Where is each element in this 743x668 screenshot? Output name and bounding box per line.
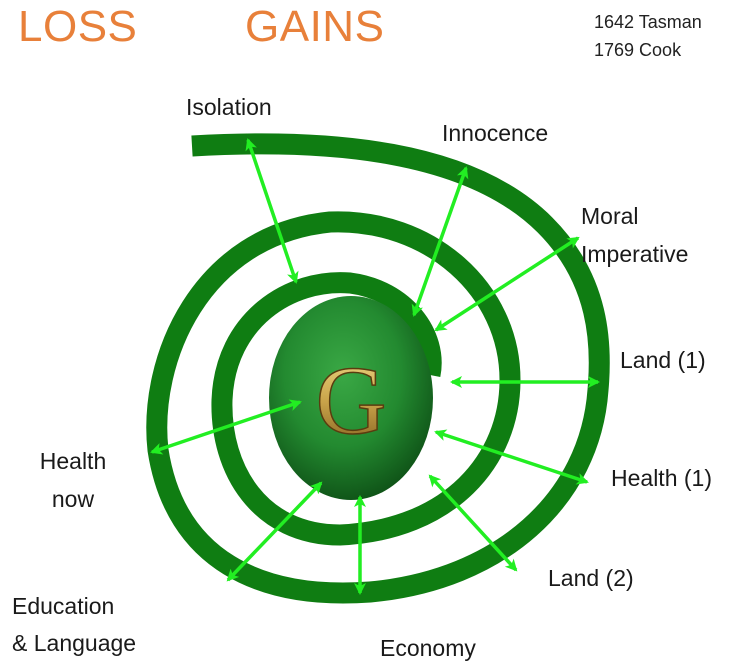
- label-health: Health: [39, 448, 107, 474]
- loss-heading: LOSS: [18, 2, 138, 51]
- center-letter: G: [316, 347, 387, 455]
- label-innocence: Innocence: [442, 120, 549, 146]
- label-health-1: Health (1): [611, 465, 712, 491]
- arrow-education: [226, 481, 323, 582]
- date-cook: 1769 Cook: [594, 40, 682, 60]
- gains-heading: GAINS: [245, 2, 385, 51]
- arrow-health-1: [434, 429, 589, 485]
- arrow-isolation: [245, 138, 299, 284]
- arrows: [150, 138, 600, 595]
- label-land-2: Land (2): [548, 565, 634, 591]
- date-tasman: 1642 Tasman: [594, 12, 702, 32]
- label-language: & Language: [12, 630, 137, 656]
- label-education: Education: [12, 593, 115, 619]
- arrow-health-now: [150, 399, 302, 455]
- arrow-land-2: [428, 474, 518, 572]
- label-imperative: Imperative: [581, 241, 689, 267]
- label-moral: Moral: [581, 203, 639, 229]
- label-land-1: Land (1): [620, 347, 706, 373]
- label-now: now: [51, 486, 95, 512]
- label-isolation: Isolation: [186, 94, 272, 120]
- label-economy: Economy: [380, 635, 476, 661]
- arrow-moral-imperative: [434, 236, 580, 332]
- center-egg: [269, 296, 433, 500]
